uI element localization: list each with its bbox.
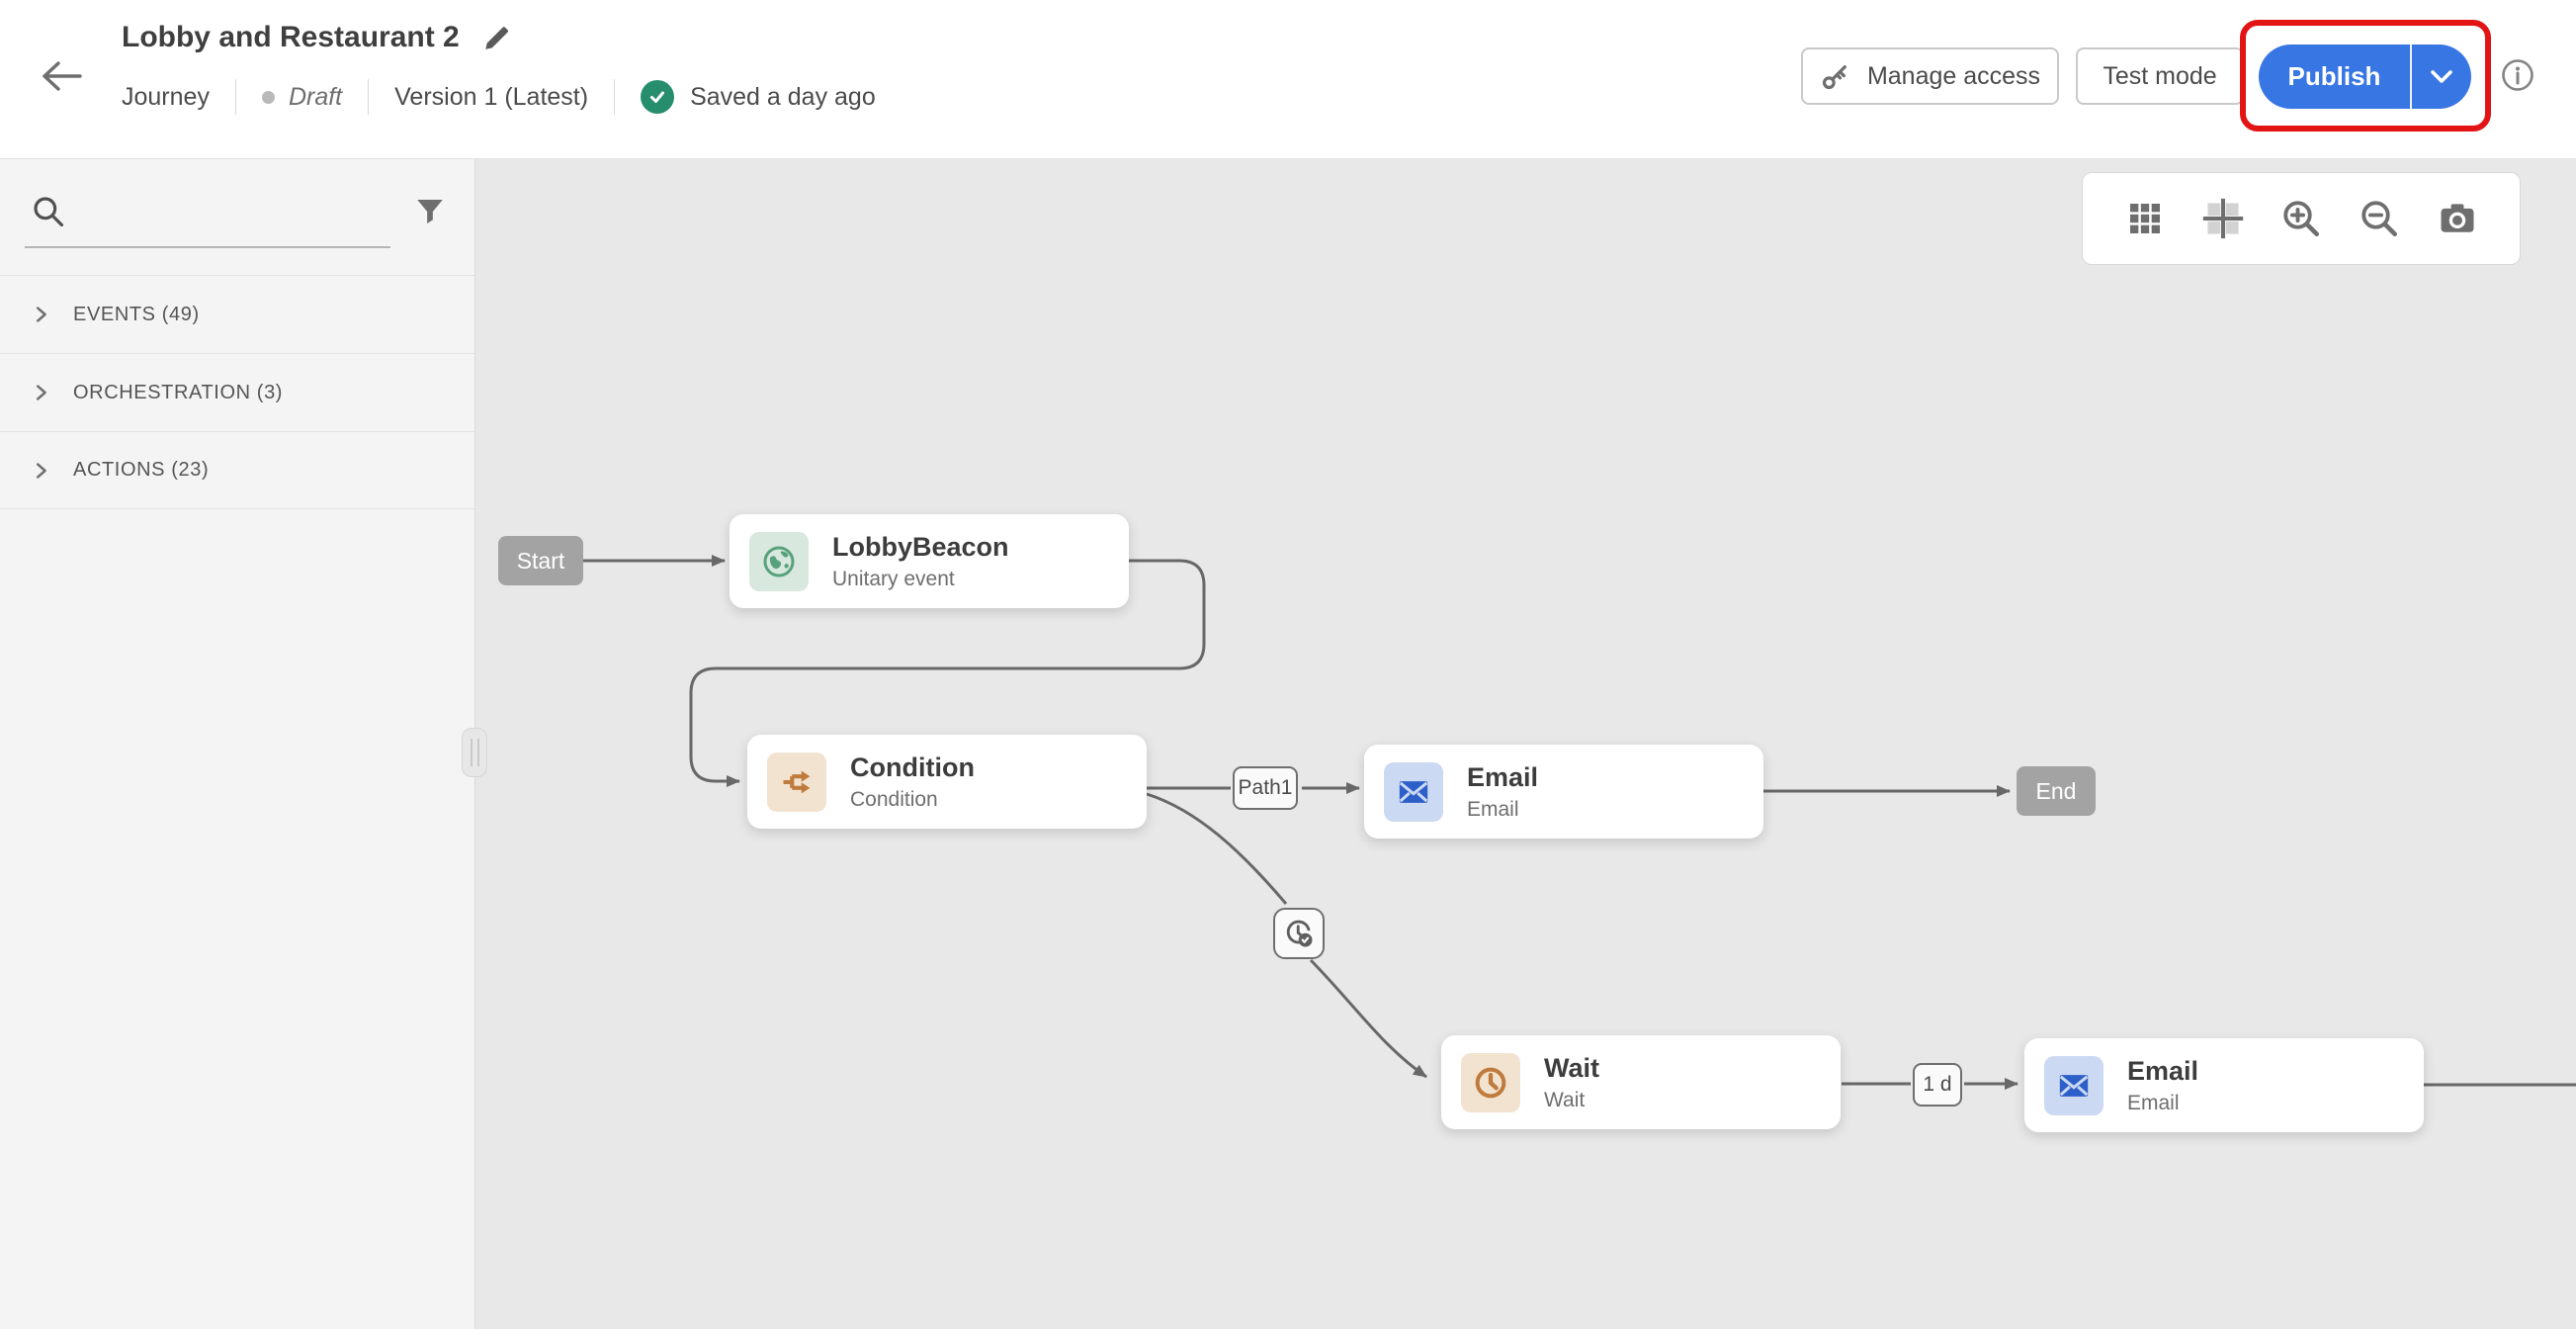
zoom-out-button[interactable] — [2351, 190, 2408, 247]
section-label: EVENTS (49) — [73, 303, 200, 325]
version-label: Version 1 (Latest) — [394, 82, 589, 111]
search-input[interactable] — [25, 185, 390, 248]
edit-title-button[interactable] — [481, 22, 513, 53]
node-subtitle: Condition — [850, 787, 938, 811]
grid-view-button[interactable] — [2116, 190, 2174, 247]
connector-condition-to-timer — [1146, 792, 1288, 905]
connectors — [583, 555, 2576, 1090]
zoom-in-button[interactable] — [2273, 190, 2330, 247]
sidebar-section-actions[interactable]: ACTIONS (23) — [0, 431, 474, 509]
branch-condition-icon — [767, 752, 826, 812]
zoom-out-icon — [2361, 201, 2398, 237]
timer-condition-badge[interactable] — [1273, 908, 1325, 959]
filter-icon — [417, 200, 443, 223]
section-label: ACTIONS (23) — [73, 459, 210, 481]
journey-canvas: Start End LobbyBeacon Unitary event — [475, 159, 2576, 1329]
key-icon — [1822, 65, 1846, 90]
wait-delay-badge[interactable]: 1 d — [1913, 1063, 1962, 1107]
node-subtitle: Email — [1467, 797, 1519, 821]
node-wait[interactable]: Wait Wait — [1441, 1035, 1841, 1129]
pencil-icon — [484, 27, 508, 49]
divider — [368, 79, 370, 115]
manage-access-button[interactable]: Manage access — [1801, 47, 2059, 105]
chevron-down-icon — [2431, 69, 2452, 83]
status-dot — [261, 90, 275, 104]
manage-access-label: Manage access — [1866, 61, 2041, 90]
node-email-2[interactable]: Email Email — [2024, 1038, 2424, 1132]
path1-badge[interactable]: Path1 — [1233, 766, 1298, 810]
sidebar-resize-handle[interactable] — [462, 728, 487, 777]
chevron-right-icon — [36, 462, 46, 479]
node-email-1[interactable]: Email Email — [1364, 745, 1763, 839]
fit-view-icon — [2202, 198, 2244, 239]
clock-wait-icon — [1461, 1052, 1520, 1112]
palette-sidebar: EVENTS (49) ORCHESTRATION (3) ACTIONS (2… — [0, 159, 475, 1329]
chevron-right-icon — [36, 385, 46, 400]
divider — [2410, 44, 2412, 109]
arrow-left-icon — [43, 61, 82, 91]
node-title: Email — [2127, 1055, 2199, 1086]
grid-icon — [2130, 204, 2160, 233]
canvas-toolbar — [2082, 172, 2521, 265]
divider — [614, 79, 616, 115]
node-title: LobbyBeacon — [832, 531, 1009, 562]
node-text: Wait Wait — [1544, 1053, 1599, 1112]
publish-dropdown-button[interactable] — [2412, 44, 2471, 109]
test-mode-button[interactable]: Test mode — [2076, 47, 2244, 105]
node-title: Condition — [850, 752, 975, 782]
node-condition[interactable]: Condition Condition — [747, 735, 1147, 829]
top-header: Lobby and Restaurant 2 Journey Draft Ver… — [0, 0, 2576, 159]
saved-check-icon — [641, 80, 675, 114]
node-text: LobbyBeacon Unitary event — [832, 532, 1009, 591]
node-subtitle: Email — [2127, 1091, 2180, 1114]
title-row: Lobby and Restaurant 2 — [122, 16, 513, 59]
node-text: Email Email — [2127, 1056, 2198, 1115]
save-status-label: Saved a day ago — [690, 82, 876, 111]
test-mode-label: Test mode — [2103, 61, 2217, 90]
snapshot-button[interactable] — [2429, 190, 2486, 247]
info-button[interactable] — [2501, 58, 2534, 92]
fit-view-button[interactable] — [2194, 190, 2252, 247]
globe-event-icon — [749, 531, 809, 591]
zoom-in-icon — [2283, 201, 2320, 237]
search-row — [0, 159, 474, 275]
section-label: ORCHESTRATION (3) — [73, 381, 284, 403]
email-icon — [1384, 761, 1443, 822]
divider — [234, 79, 236, 115]
node-lobbybeacon[interactable]: LobbyBeacon Unitary event — [730, 514, 1129, 608]
status-badge: Draft — [288, 82, 343, 111]
filter-button[interactable] — [405, 187, 455, 236]
end-tag: End — [2017, 766, 2096, 816]
start-tag: Start — [498, 536, 583, 585]
chevron-right-icon — [36, 307, 46, 322]
publish-button[interactable]: Publish — [2259, 44, 2410, 109]
timer-check-icon — [1286, 920, 1313, 947]
connector-lobbybeacon-to-condition — [689, 559, 1206, 787]
node-title: Email — [1467, 761, 1539, 792]
sidebar-section-orchestration[interactable]: ORCHESTRATION (3) — [0, 353, 474, 431]
node-subtitle: Wait — [1544, 1088, 1586, 1111]
snapshot-icon — [2441, 204, 2474, 232]
publish-split-button: Publish — [2259, 44, 2471, 109]
email-icon — [2044, 1055, 2104, 1115]
sidebar-section-events[interactable]: EVENTS (49) — [0, 275, 474, 353]
node-title: Wait — [1544, 1052, 1599, 1083]
node-text: Email Email — [1467, 762, 1538, 822]
object-type-label: Journey — [122, 82, 210, 111]
journey-meta-row: Journey Draft Version 1 (Latest) Saved a… — [122, 75, 876, 119]
page-title: Lobby and Restaurant 2 — [122, 21, 460, 53]
info-icon — [2502, 59, 2533, 91]
node-subtitle: Unitary event — [832, 567, 955, 590]
back-button[interactable] — [36, 54, 87, 98]
node-text: Condition Condition — [850, 753, 975, 812]
connector-timer-to-wait — [1309, 958, 1427, 1079]
